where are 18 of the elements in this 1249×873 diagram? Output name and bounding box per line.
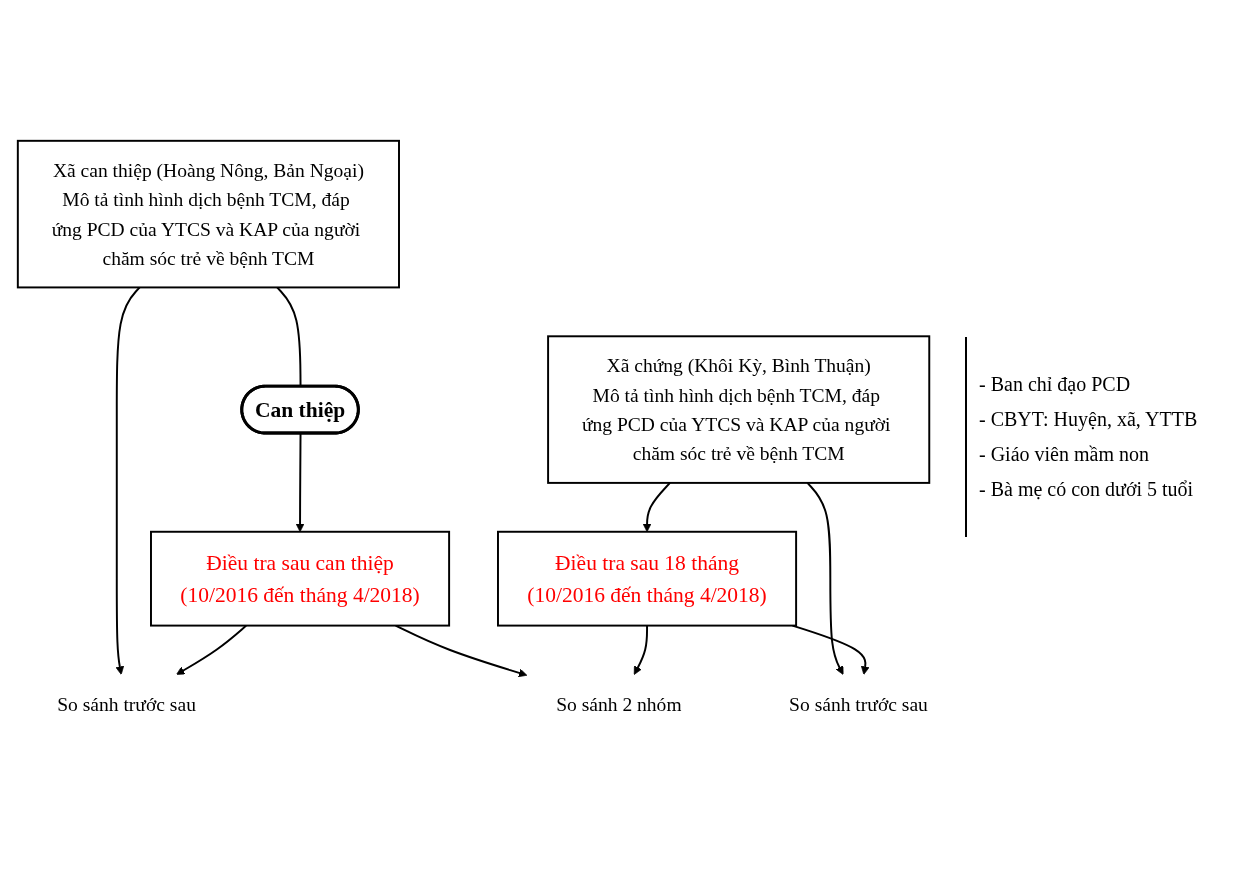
list-item: - Ban chỉ đạo PCD	[979, 372, 1132, 396]
list-item: - CBYT: Huyện, xã, YTTB	[979, 407, 1199, 431]
arrow	[295, 432, 305, 532]
node-text: So sánh trước sau	[789, 692, 928, 715]
arrow	[806, 481, 844, 675]
list-item: - Bà mẹ có con dưới 5 tuổi	[979, 477, 1195, 501]
node-box: Điều tra sau 18 tháng (10/2016 đến tháng 4/2018)	[497, 530, 798, 627]
node-box: Xã chứng (Khôi Kỳ, Bình Thuận) Mô tả tình hình dịch bệnh TCM, đáp ứng PCD của YTCS và KAP của người chăm sóc trẻ về bệnh TCM	[547, 334, 931, 484]
arrow	[642, 481, 671, 532]
node-text: So sánh 2 nhóm	[556, 692, 682, 715]
arrow	[115, 286, 141, 675]
node-box: Điều tra sau can thiệp (10/2016 đến tháng 4/2018)	[150, 530, 451, 627]
list-item: - Giáo viên mầm non	[979, 442, 1150, 466]
arrow	[176, 624, 248, 675]
arrow	[394, 624, 528, 677]
node-box: Xã can thiệp (Hoàng Nông, Bản Ngoại) Mô tả tình hình dịch bệnh TCM, đáp ứng PCD của YTCS và KAP của người chăm sóc trẻ về bệnh TCM	[16, 139, 400, 288]
arrow	[633, 624, 649, 675]
node-text: So sánh trước sau	[57, 692, 196, 715]
